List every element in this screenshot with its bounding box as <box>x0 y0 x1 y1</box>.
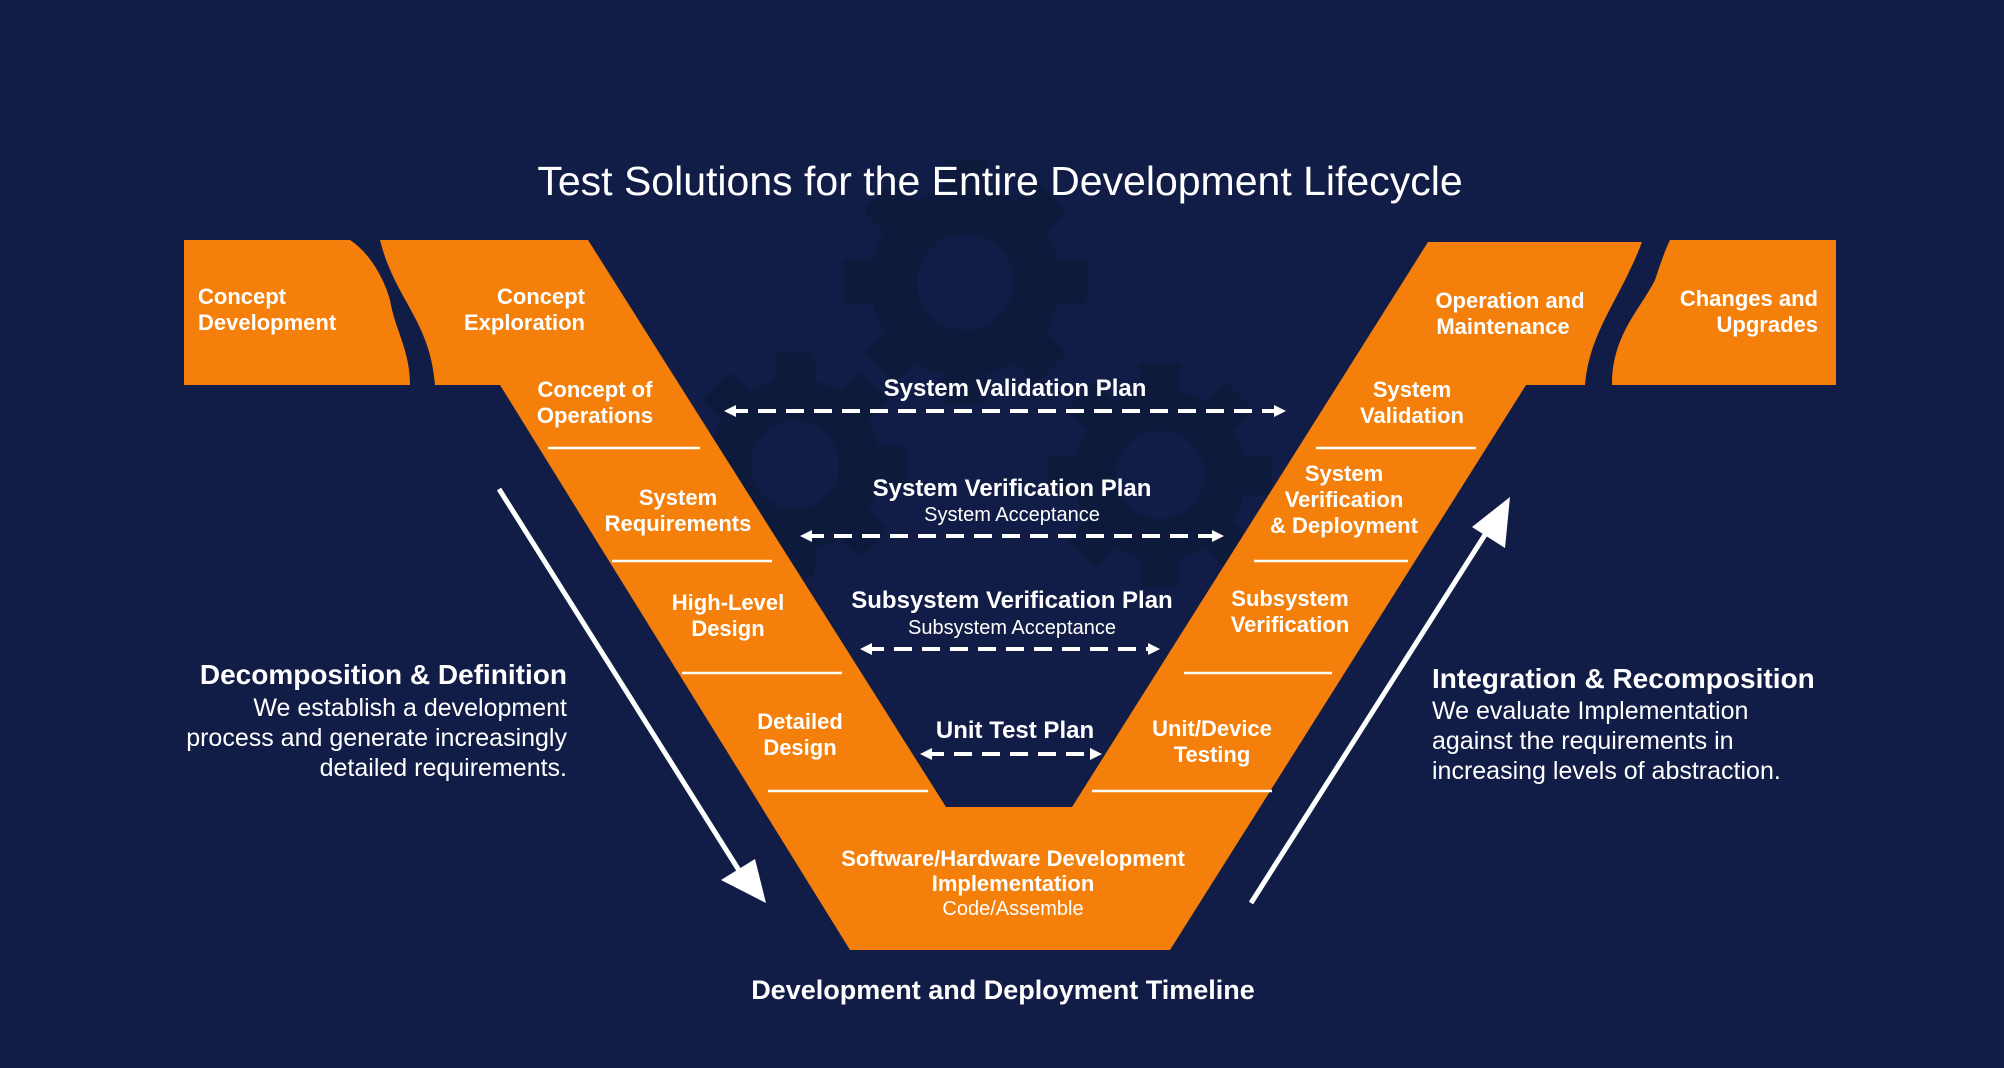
v-shape <box>380 240 1642 950</box>
page-title: Test Solutions for the Entire Developmen… <box>537 158 1462 204</box>
stage-concept-development: Concept Development <box>198 284 337 335</box>
arrow-up-right-icon <box>1248 497 1510 905</box>
stage-label: Requirements <box>605 511 752 536</box>
stage-high-level-design: High-Level Design <box>672 590 784 641</box>
stage-label: Development <box>198 310 337 335</box>
stage-unit-device-testing: Unit/Device Testing <box>1152 716 1272 767</box>
stage-label: Concept <box>198 284 287 309</box>
side-heading: Decomposition & Definition <box>200 659 567 690</box>
stage-implementation: Software/Hardware Development Implementa… <box>841 846 1185 920</box>
timeline-label: Development and Deployment Timeline <box>751 975 1255 1005</box>
side-body-line: We establish a development <box>253 694 567 722</box>
stage-label: Design <box>763 735 836 760</box>
plan-unit-test: Unit Test Plan <box>920 717 1102 760</box>
stage-label: Implementation <box>932 871 1095 896</box>
stage-operation-and-maintenance: Operation and Maintenance <box>1435 288 1584 339</box>
side-body-line: We evaluate Implementation <box>1432 697 1748 725</box>
side-body-line: increasing levels of abstraction. <box>1432 757 1781 785</box>
stage-sublabel: Code/Assemble <box>942 898 1083 920</box>
plan-title: Subsystem Verification Plan <box>851 587 1172 614</box>
stage-concept-of-operations: Concept of Operations <box>537 377 653 428</box>
stage-dividers <box>548 446 1476 793</box>
stage-changes-and-upgrades: Changes and Upgrades <box>1680 286 1818 337</box>
stage-label: Exploration <box>464 310 585 335</box>
stage-label: Concept of <box>538 377 654 402</box>
stage-label: Maintenance <box>1436 314 1569 339</box>
stage-label: Unit/Device <box>1152 716 1272 741</box>
stage-label: Testing <box>1174 742 1251 767</box>
left-description: Decomposition & Definition We establish … <box>186 659 567 782</box>
stage-label: Concept <box>497 284 586 309</box>
stage-label: Verification <box>1231 612 1350 637</box>
concept-development-block <box>184 240 410 385</box>
plan-title: System Validation Plan <box>884 375 1147 402</box>
stage-label: Software/Hardware Development <box>841 846 1185 871</box>
stage-concept-exploration: Concept Exploration <box>464 284 586 335</box>
changes-upgrades-block <box>1612 240 1836 385</box>
stage-subsystem-verification: Subsystem Verification <box>1231 586 1350 637</box>
stage-label: Operations <box>537 403 653 428</box>
stage-label: Validation <box>1360 403 1464 428</box>
arrow-down-right-icon <box>496 487 766 903</box>
right-description: Integration & Recomposition We evaluate … <box>1432 663 1815 785</box>
plan-title: System Verification Plan <box>873 475 1152 502</box>
stage-detailed-design: Detailed Design <box>757 709 843 760</box>
plan-system-verification: System Verification Plan System Acceptan… <box>800 475 1224 542</box>
stage-label: & Deployment <box>1270 513 1419 538</box>
plan-subtitle: Subsystem Acceptance <box>908 617 1116 639</box>
plan-subtitle: System Acceptance <box>924 504 1100 526</box>
stage-label: System <box>1305 461 1383 486</box>
stage-system-verification-deployment: System Verification & Deployment <box>1270 461 1419 538</box>
stage-label: Operation and <box>1435 288 1584 313</box>
plan-system-validation: System Validation Plan <box>724 375 1286 417</box>
plan-subsystem-verification: Subsystem Verification Plan Subsystem Ac… <box>851 587 1173 655</box>
stage-label: System <box>639 485 717 510</box>
stage-label: Verification <box>1285 487 1404 512</box>
side-heading: Integration & Recomposition <box>1432 663 1815 694</box>
stage-label: Changes and <box>1680 286 1818 311</box>
stage-label: Upgrades <box>1717 312 1818 337</box>
stage-system-validation: System Validation <box>1360 377 1464 428</box>
stage-label: System <box>1373 377 1451 402</box>
side-body-line: against the requirements in <box>1432 727 1734 755</box>
stage-label: High-Level <box>672 590 784 615</box>
stage-label: Design <box>691 616 764 641</box>
stage-label: Subsystem <box>1231 586 1348 611</box>
stage-system-requirements: System Requirements <box>605 485 752 536</box>
side-body-line: detailed requirements. <box>320 754 567 782</box>
plan-title: Unit Test Plan <box>936 717 1094 744</box>
stage-label: Detailed <box>757 709 843 734</box>
side-body-line: process and generate increasingly <box>186 724 567 752</box>
